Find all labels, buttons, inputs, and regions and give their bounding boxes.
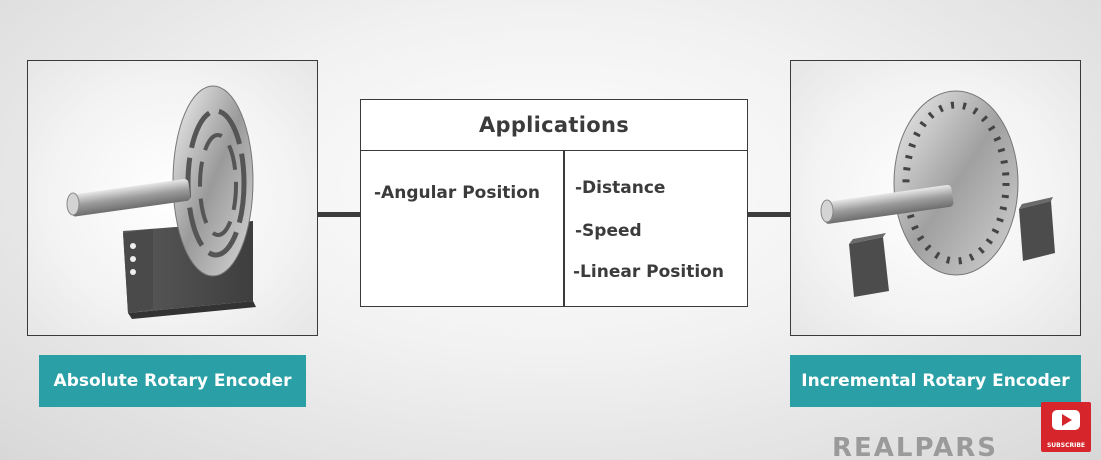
applications-column-divider [563,151,565,306]
connector-line-left [318,212,360,217]
absolute-encoder-drawing [66,85,256,319]
application-item-linear-position: -Linear Position [573,262,724,282]
incremental-encoder-illustration [790,60,1081,336]
application-item-distance: -Distance [575,178,666,198]
incremental-encoder-drawing [820,90,1055,297]
application-item-angular-position: -Angular Position [374,183,541,203]
applications-title: Applications [361,100,747,151]
play-icon [1052,410,1080,430]
subscribe-label: SUBSCRIBE [1046,442,1085,449]
connector-line-right [748,212,790,217]
incremental-rotary-encoder-label: Incremental Rotary Encoder [790,355,1081,407]
absolute-rotary-encoder-label: Absolute Rotary Encoder [39,355,306,407]
absolute-encoder-illustration [27,60,318,336]
realpars-logo: REALPARS [832,436,999,460]
applications-table: Applications -Angular Position -Distance… [360,99,748,307]
application-item-speed: -Speed [575,221,642,241]
subscribe-button[interactable]: SUBSCRIBE [1041,402,1091,452]
